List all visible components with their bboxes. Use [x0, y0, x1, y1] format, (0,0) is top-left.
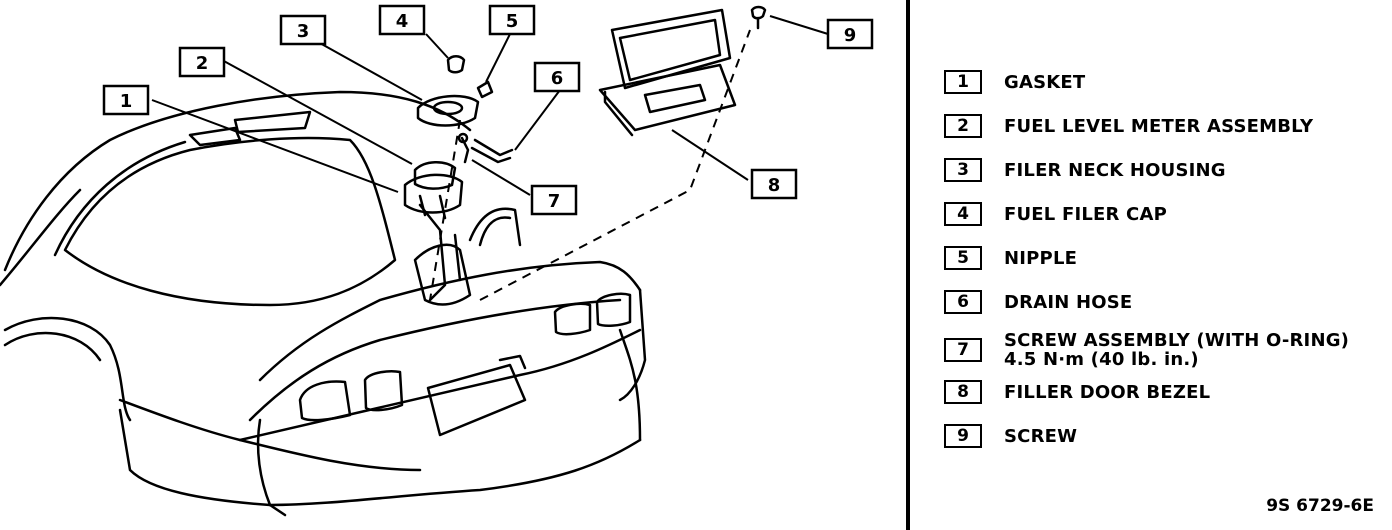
screw [750, 5, 767, 30]
callout-4: 4 [378, 4, 426, 36]
legend-number: 3 [944, 158, 982, 182]
legend-number: 1 [944, 70, 982, 94]
callout-7-label: 7 [548, 191, 561, 212]
callout-8: 8 [750, 168, 798, 200]
filler-neck-housing [416, 94, 480, 127]
leader-dashed-bezel [479, 29, 751, 301]
fuel-level-meter-assembly [403, 161, 464, 220]
fuel-filler-cap [446, 55, 466, 74]
legend-label: FILLER DOOR BEZEL [1004, 381, 1211, 403]
legend-item-screw-assembly: 7 SCREW ASSEMBLY (WITH O-RING) 4.5 N·m (… [940, 326, 1349, 374]
callout-8-label: 8 [768, 175, 781, 196]
legend-item-drain-hose: 6 DRAIN HOSE [940, 282, 1132, 322]
callout-2-label: 2 [196, 53, 209, 74]
callout-3-label: 3 [297, 21, 310, 42]
callout-5: 5 [488, 4, 536, 36]
screw-assembly [457, 132, 470, 164]
divider-line [906, 0, 910, 530]
legend-label: FILER NECK HOUSING [1004, 159, 1226, 181]
legend-item-screw: 9 SCREW [940, 416, 1077, 456]
rear-window [63, 136, 397, 307]
callout-5-label: 5 [506, 11, 519, 32]
legend-number: 2 [944, 114, 982, 138]
callout-3: 3 [279, 14, 327, 46]
callout-7: 7 [530, 184, 578, 216]
callout-2: 2 [178, 46, 226, 78]
callout-9-label: 9 [844, 25, 857, 46]
legend-item-fuel-level-meter: 2 FUEL LEVEL METER ASSEMBLY [940, 106, 1313, 146]
legend-number: 9 [944, 424, 982, 448]
callout-6-label: 6 [551, 68, 564, 89]
callout-9: 9 [826, 18, 874, 50]
legend-label: GASKET [1004, 71, 1086, 93]
leader-9 [769, 15, 829, 35]
drain-hose [470, 138, 514, 164]
legend-label: FUEL LEVEL METER ASSEMBLY [1004, 115, 1314, 137]
nipple [476, 80, 494, 99]
filler-door-bezel [598, 8, 737, 137]
leader-dashed-housing [429, 119, 461, 301]
callout-1-label: 1 [120, 91, 133, 112]
leader-1 [151, 99, 399, 193]
callout-1: 1 [102, 84, 150, 116]
license-plate [426, 363, 527, 437]
legend-number: 6 [944, 290, 982, 314]
leader-4 [425, 33, 449, 59]
leader-6 [514, 89, 561, 151]
tail-light-right-outer [595, 292, 632, 327]
legend-item-fuel-filer-cap: 4 FUEL FILER CAP [940, 194, 1167, 234]
legend-label: NIPPLE [1004, 247, 1078, 269]
legend-item-gasket: 1 GASKET [940, 62, 1085, 102]
callout-6: 6 [533, 61, 581, 93]
roof-vent [188, 126, 242, 147]
car-body [0, 90, 647, 517]
legend-number: 4 [944, 202, 982, 226]
legend-number: 5 [944, 246, 982, 270]
legend-number: 7 [944, 338, 982, 362]
tail-light-left-inner [363, 370, 404, 412]
tail-light-left-outer [298, 380, 352, 422]
leader-8 [671, 129, 749, 181]
callout-4-label: 4 [396, 11, 409, 32]
legend-item-nipple: 5 NIPPLE [940, 238, 1077, 278]
exploded-view-diagram: 1 2 3 4 5 6 7 8 9 [0, 4, 874, 517]
legend-number: 8 [944, 380, 982, 404]
leader-7 [471, 159, 531, 196]
legend-item-filler-door-bezel: 8 FILLER DOOR BEZEL [940, 372, 1210, 412]
leader-2 [221, 59, 413, 165]
leader-3 [317, 41, 423, 101]
legend-label: DRAIN HOSE [1004, 291, 1133, 313]
legend-label: FUEL FILER CAP [1004, 203, 1167, 225]
legend-label: SCREW [1004, 425, 1078, 447]
leader-5 [485, 33, 511, 83]
legend-item-filer-neck-housing: 3 FILER NECK HOUSING [940, 150, 1226, 190]
drawing-number: 9S 6729-6E [1266, 496, 1374, 516]
legend-label: SCREW ASSEMBLY (WITH O-RING) 4.5 N·m (40… [1004, 330, 1350, 370]
tail-light-right-inner [553, 302, 592, 336]
